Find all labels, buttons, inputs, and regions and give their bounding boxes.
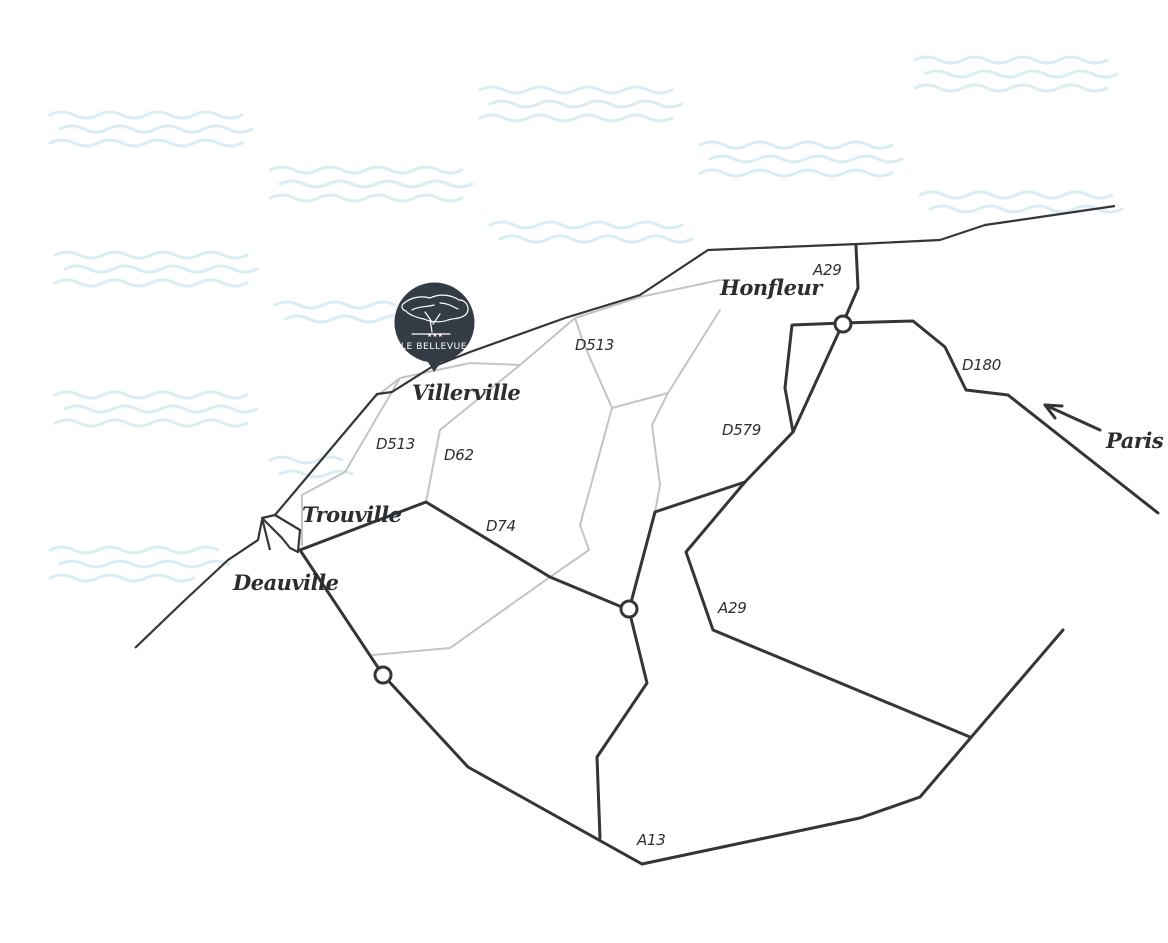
junction-icon [373, 665, 393, 685]
wave-group [53, 390, 259, 428]
wave-group [478, 85, 684, 123]
road-west-loop [783, 321, 845, 434]
minor-road-d513-west [301, 377, 401, 546]
road-label-d513-west: D513 [376, 435, 415, 453]
road-label-d579: D579 [722, 421, 761, 439]
junction-icon [833, 314, 853, 334]
coast-north [260, 204, 1116, 551]
junction-icon [619, 599, 639, 619]
town-label-trouville: Trouville [302, 502, 402, 527]
road-central-south [595, 608, 649, 840]
road-label-d180: D180 [962, 356, 1001, 374]
wave-group [268, 455, 354, 479]
road-label-d74: D74 [486, 517, 516, 535]
main-roads [298, 244, 1160, 866]
coast-estuary [261, 514, 302, 554]
road-d74 [298, 500, 631, 612]
road-label-d62: D62 [444, 446, 474, 464]
minor-road-east [651, 309, 721, 513]
road-a29-north [841, 244, 860, 325]
wave-group [53, 250, 259, 288]
tree-icon [401, 294, 469, 335]
map-pin [394, 282, 475, 372]
coastline [134, 204, 1116, 649]
town-labels: Honfleur Villerville Trouville Deauville… [232, 275, 1164, 595]
sea-waves [48, 55, 1124, 583]
hotel-stars: ★★★ [427, 332, 443, 339]
wave-group [488, 220, 694, 244]
road-a29-south [684, 321, 972, 739]
road-label-a13: A13 [636, 831, 665, 849]
coast-south [134, 519, 264, 649]
town-label-paris: Paris [1105, 428, 1164, 453]
minor-road-central [372, 407, 613, 656]
wave-group [48, 110, 254, 148]
road-a13 [640, 628, 1065, 866]
road-label-a29-south: A29 [717, 599, 746, 617]
wave-group [48, 545, 230, 583]
road-deauville-south [298, 548, 644, 866]
minor-roads [301, 279, 721, 656]
junctions [373, 314, 853, 685]
road-label-a29-north: A29 [812, 261, 841, 279]
minor-road-d62 [425, 364, 521, 503]
town-label-honfleur: Honfleur [719, 275, 824, 300]
hotel-name: LE BELLEVUE [401, 342, 467, 352]
wave-group [273, 300, 407, 324]
minor-road-d513-branch [574, 317, 669, 409]
wave-group [268, 165, 474, 203]
hotel-marker[interactable]: ★★★ LE BELLEVUE [394, 282, 475, 372]
road-d180 [841, 319, 1160, 515]
road-d579 [627, 480, 747, 612]
town-label-deauville: Deauville [232, 570, 339, 595]
wave-group [698, 140, 904, 178]
wave-group [913, 55, 1119, 93]
town-label-villerville: Villerville [412, 380, 520, 405]
arrow-icon [1043, 403, 1102, 432]
road-label-d513-north: D513 [575, 336, 614, 354]
road-labels: A29 D513 D180 D579 D513 D62 D74 A29 A13 [376, 261, 1001, 849]
wave-group [918, 190, 1124, 214]
